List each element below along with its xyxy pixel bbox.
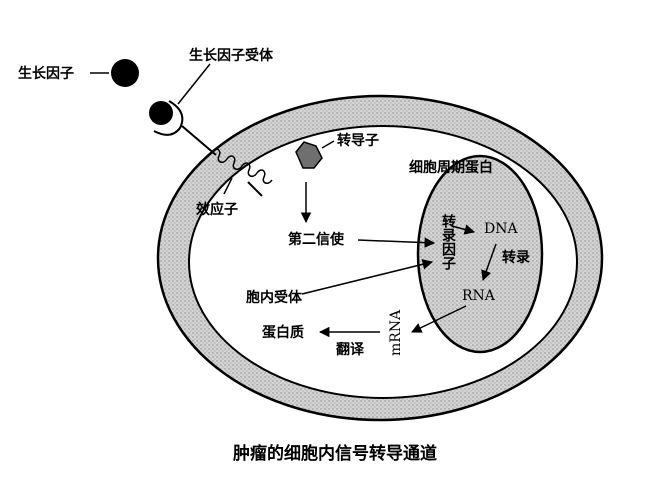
growth-factor-ball bbox=[111, 59, 139, 87]
label-translation: 翻译 bbox=[336, 341, 365, 358]
label-intracellular-receptor: 胞内受体 bbox=[245, 289, 303, 306]
bound-growth-factor-ball bbox=[149, 101, 173, 125]
label-growth-factor: 生长因子 bbox=[18, 65, 74, 82]
arrow-receptor-to-tf bbox=[301, 259, 434, 295]
label-transcription: 转录 bbox=[502, 249, 530, 266]
arrow-rna-to-mrna bbox=[411, 305, 467, 333]
label-transducer: 转导子 bbox=[337, 132, 379, 149]
receptor-label-leader bbox=[177, 63, 211, 105]
label-mrna: mRNA bbox=[388, 309, 404, 356]
coil-tail bbox=[247, 181, 263, 197]
label-effector: 效应子 bbox=[196, 201, 238, 218]
label-transcription-factor: 转录因子 bbox=[440, 213, 456, 271]
label-protein: 蛋白质 bbox=[262, 324, 304, 341]
receptor-cup bbox=[153, 100, 184, 136]
effector-leader bbox=[223, 177, 233, 195]
transmembrane-coil bbox=[211, 148, 273, 185]
figure-caption: 肿瘤的细胞内信号转导通道 bbox=[233, 443, 437, 464]
label-second-messenger: 第二信使 bbox=[288, 231, 345, 248]
label-growth-factor-receptor: 生长因子受体 bbox=[189, 47, 274, 64]
arrow-tf-to-dna bbox=[451, 224, 476, 235]
transducer-leader bbox=[321, 140, 335, 149]
label-dna: DNA bbox=[484, 221, 518, 237]
label-rna: RNA bbox=[462, 288, 496, 304]
label-cell-cycle-protein: 细胞周期蛋白 bbox=[409, 159, 493, 176]
arrow-dna-to-rna bbox=[481, 243, 497, 281]
arrow-messenger-to-tf bbox=[357, 237, 436, 248]
transducer-shape bbox=[295, 141, 323, 169]
receptor-stalk bbox=[181, 125, 217, 156]
nucleus bbox=[416, 154, 544, 354]
